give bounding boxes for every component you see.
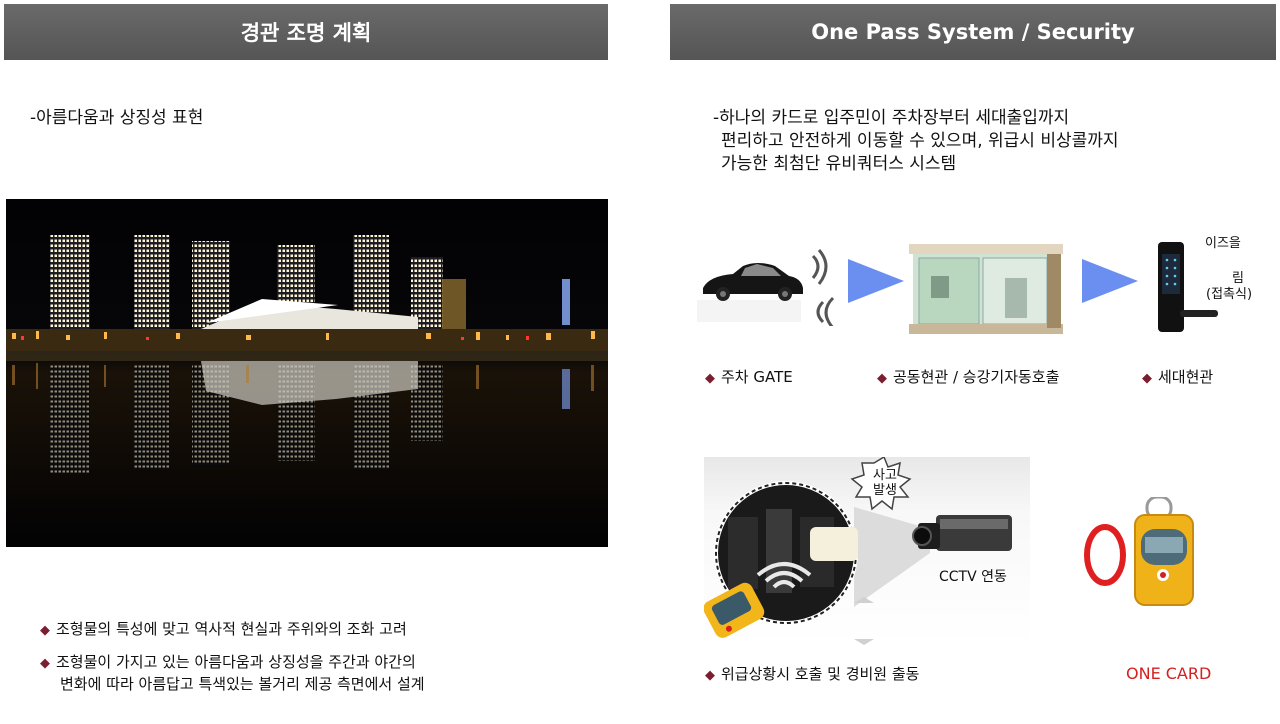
emergency-label-text: 위급상황시 호출 및 경비원 출동 <box>721 665 920 683</box>
cctv-label: CCTV 연동 <box>939 569 1007 585</box>
flow-arrow-icon <box>848 259 904 303</box>
signal-wave-icon <box>811 249 835 326</box>
one-card-illustration <box>1084 497 1194 606</box>
door-lock-caption-2: 림 <box>1232 271 1244 286</box>
landscape-lighting-title: 경관 조명 계획 <box>240 21 372 45</box>
landscape-lighting-header: 경관 조명 계획 <box>4 4 608 60</box>
left-bullet-1: ◆ 조형물의 특성에 맞고 역사적 현실과 주위와의 조화 고려 <box>40 618 407 642</box>
flow-label-unit-entrance: ◆ 세대현관 <box>1142 366 1213 390</box>
bullet-diamond-icon: ◆ <box>40 623 50 638</box>
one-pass-header: One Pass System / Security <box>670 4 1276 60</box>
key-fob-icon <box>704 582 765 638</box>
night-skyline-illustration <box>6 199 608 547</box>
left-bullet-2: ◆ 조형물이 가지고 있는 아름다움과 상징성을 주간과 야간의 <box>40 651 416 675</box>
right-intro-line-1: -하나의 카드로 입주민이 주차장부터 세대출입까지 <box>713 108 1070 128</box>
flow-label-lobby-text: 공동현관 / 승강기자동호출 <box>893 368 1060 386</box>
bullet-diamond-icon: ◆ <box>1142 371 1152 386</box>
cctv-illustration-panel <box>704 457 1030 645</box>
flow-label-parking-gate: ◆ 주차 GATE <box>705 366 793 390</box>
cctv-scene-illustration <box>704 457 1012 645</box>
left-intro-text: -아름다움과 상징성 표현 <box>30 108 204 128</box>
accident-label-1: 사고 <box>873 468 897 483</box>
night-skyline-photo <box>6 199 608 547</box>
door-lock-caption-1: 이즈을 <box>1205 236 1241 251</box>
door-lock-icon <box>1158 242 1218 332</box>
flow-arrow-icon <box>1082 259 1138 303</box>
accident-label-2: 발생 <box>873 483 897 498</box>
car-icon <box>697 249 835 326</box>
flow-label-parking-gate-text: 주차 GATE <box>721 368 793 386</box>
bullet-diamond-icon: ◆ <box>705 668 715 683</box>
left-bullet-1-text: 조형물의 특성에 맞고 역사적 현실과 주위와의 조화 고려 <box>56 620 407 638</box>
one-card-label: ONE CARD <box>1126 664 1212 683</box>
bullet-diamond-icon: ◆ <box>40 656 50 671</box>
bullet-diamond-icon: ◆ <box>877 371 887 386</box>
flow-label-lobby: ◆ 공동현관 / 승강기자동호출 <box>877 366 1059 390</box>
right-intro-line-2: 편리하고 안전하게 이동할 수 있으며, 위급시 비상콜까지 <box>721 131 1119 151</box>
flow-label-unit-entrance-text: 세대현관 <box>1158 368 1214 386</box>
lobby-entrance-illustration <box>909 242 1063 334</box>
o-mark-icon <box>1084 524 1126 586</box>
bullet-diamond-icon: ◆ <box>705 371 715 386</box>
emergency-label: ◆ 위급상황시 호출 및 경비원 출동 <box>705 663 919 687</box>
right-intro-line-3: 가능한 최첨단 유비쿼터스 시스템 <box>721 154 957 174</box>
left-bullet-2-text: 조형물이 가지고 있는 아름다움과 상징성을 주간과 야간의 <box>56 653 416 671</box>
left-bullet-2-cont: 변화에 따라 아름답고 특색있는 볼거리 제공 측면에서 설계 <box>60 675 425 693</box>
one-pass-title: One Pass System / Security <box>811 20 1135 44</box>
door-lock-caption-3: (접촉식) <box>1206 287 1253 302</box>
signal-wave-icon <box>756 562 812 589</box>
